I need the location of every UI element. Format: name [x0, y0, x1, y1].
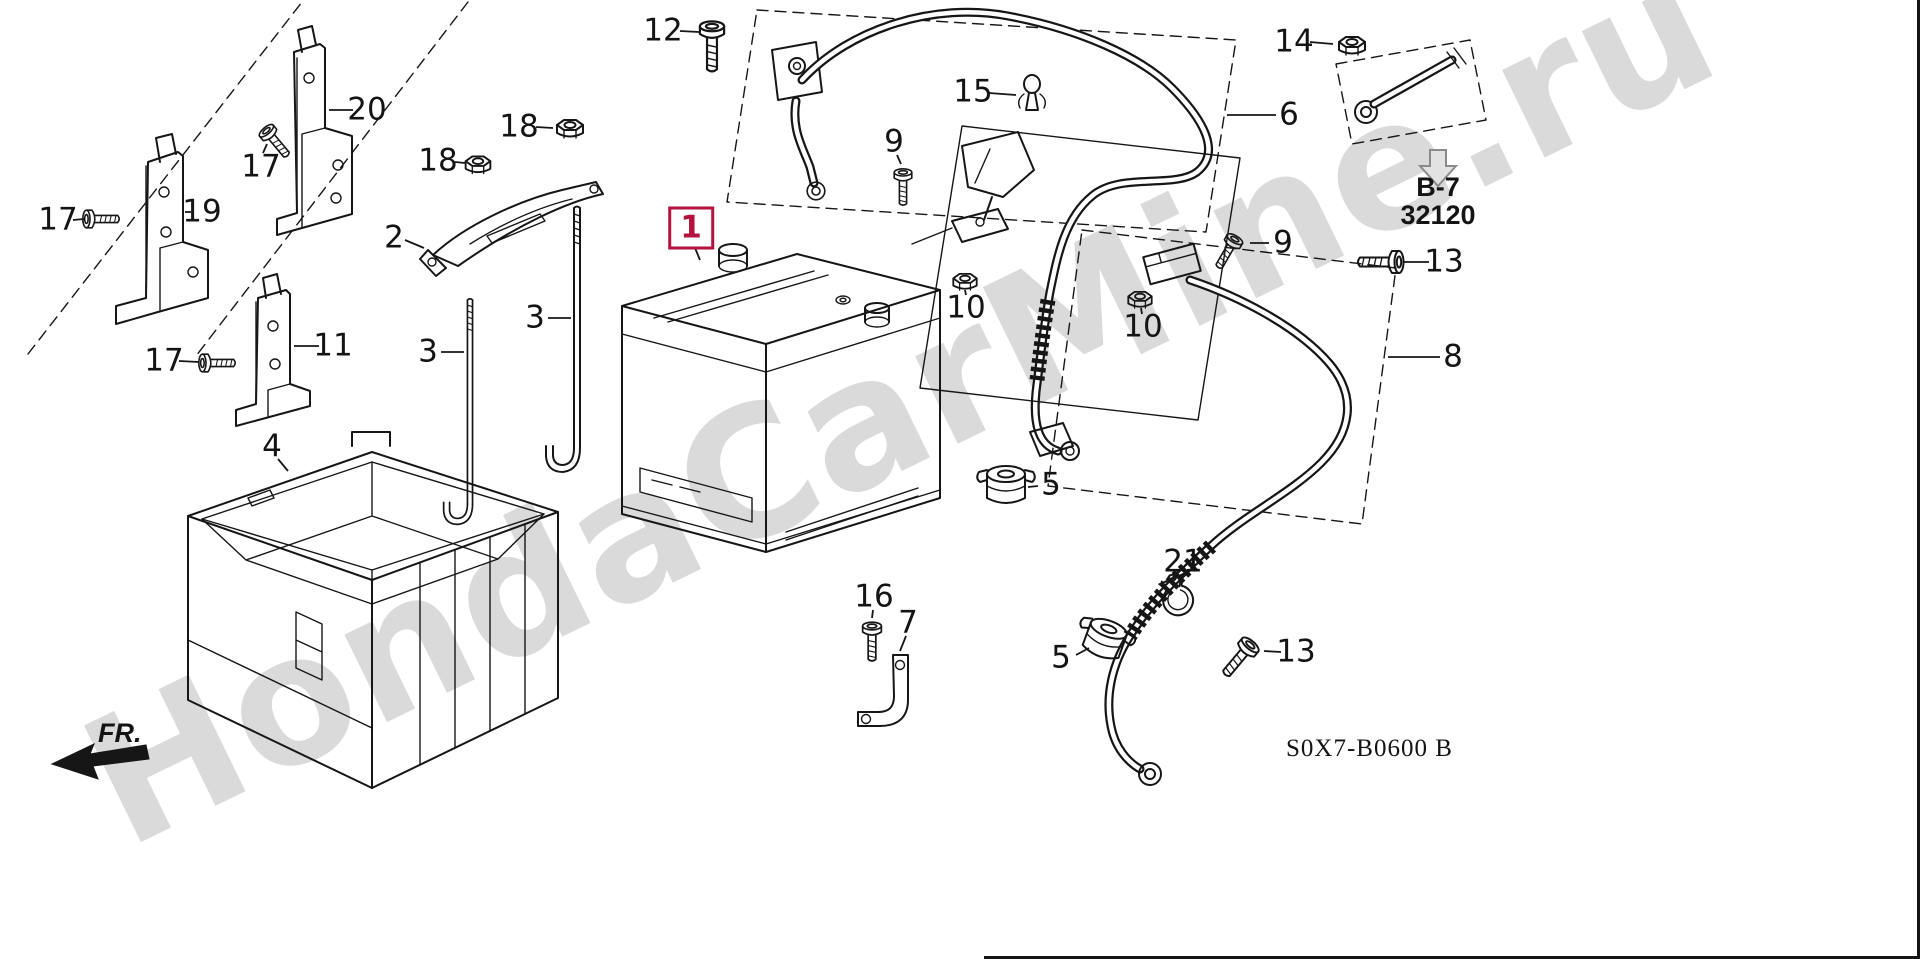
- part-11-bracket: [235, 273, 311, 427]
- ref-arrow-icon: [1417, 149, 1459, 188]
- callout-leader-line: [679, 30, 700, 33]
- callout-leader-line: [178, 360, 200, 363]
- cross-reference-code[interactable]: B-7: [1416, 172, 1460, 202]
- callout-leader-line: [871, 609, 874, 619]
- callout-leader-line: [1027, 485, 1039, 488]
- part-1-battery: [621, 243, 941, 553]
- part-6-cable-assembly: [726, 7, 1237, 461]
- part-14-nut: [1338, 36, 1366, 56]
- part-12-bolt: [698, 20, 726, 73]
- callout-leader-line: [277, 458, 289, 472]
- diagram-code: S0X7-B0600 B: [1286, 735, 1453, 762]
- fr-direction-arrow-icon: [50, 742, 150, 780]
- callout-leader-line: [964, 289, 967, 296]
- part-3-j-bolt: [545, 205, 581, 473]
- part-19-bracket: [115, 133, 209, 325]
- cross-reference-part-number[interactable]: 32120: [1400, 200, 1476, 230]
- part-13-bolt: [1357, 250, 1405, 274]
- part-2-hold-down-plate: [419, 181, 604, 277]
- cable-8-dashed-outline: [1047, 229, 1397, 525]
- battery-terminal-cover-assembly: [911, 125, 1241, 421]
- fr-label: FR.: [98, 718, 142, 748]
- part-8-cable-assembly: [1047, 229, 1397, 786]
- callout-leader-line: [1140, 307, 1143, 315]
- part-9-bolt: [893, 168, 913, 206]
- part-17-bolt: [82, 209, 120, 229]
- part-17-bolt: [256, 121, 296, 163]
- part-9-bolt: [1209, 230, 1246, 273]
- part-16-bolt: [861, 621, 883, 662]
- reference-terminal-dashed-box: [1335, 39, 1487, 145]
- callout-leader-line: [1263, 650, 1282, 653]
- callout-leader-line: [1178, 574, 1183, 588]
- callout-leader-line: [535, 126, 554, 129]
- callout-leader-line: [72, 218, 85, 221]
- part-4-battery-box: [187, 431, 559, 789]
- part-5-clamp: [976, 465, 1036, 504]
- callout-leader-line: [1075, 647, 1090, 656]
- page-border-bottom: [984, 956, 1920, 959]
- callout-leader-line: [988, 92, 1017, 96]
- callout-leader-line: [262, 143, 268, 154]
- variant-separator-dashed-lines: [27, 1, 469, 357]
- cross-reference-block[interactable]: B-7 32120: [1377, 173, 1499, 229]
- callout-leader-lines: [72, 30, 1440, 656]
- part-18-nut: [556, 119, 584, 139]
- part-13-bolt: [1216, 633, 1262, 683]
- page-border-right: [1917, 0, 1920, 959]
- part-10-nut: [1127, 290, 1153, 310]
- cable-6-dashed-outline: [726, 9, 1237, 233]
- part-15-clip: [1017, 74, 1047, 111]
- callout-leader-line: [1309, 41, 1334, 45]
- callout-leader-line: [404, 239, 425, 249]
- part-18-nut: [464, 155, 492, 175]
- terminal-group-outline: [919, 125, 1241, 421]
- part-7-bracket: [857, 654, 909, 727]
- callout-leader-line: [694, 247, 701, 261]
- callout-leader-line: [454, 161, 466, 164]
- callout-leader-line: [896, 154, 902, 165]
- callout-leader-line: [899, 635, 907, 652]
- part-20-bracket: [276, 25, 353, 236]
- part-17-bolt: [198, 353, 236, 373]
- part-10-nut: [952, 272, 978, 292]
